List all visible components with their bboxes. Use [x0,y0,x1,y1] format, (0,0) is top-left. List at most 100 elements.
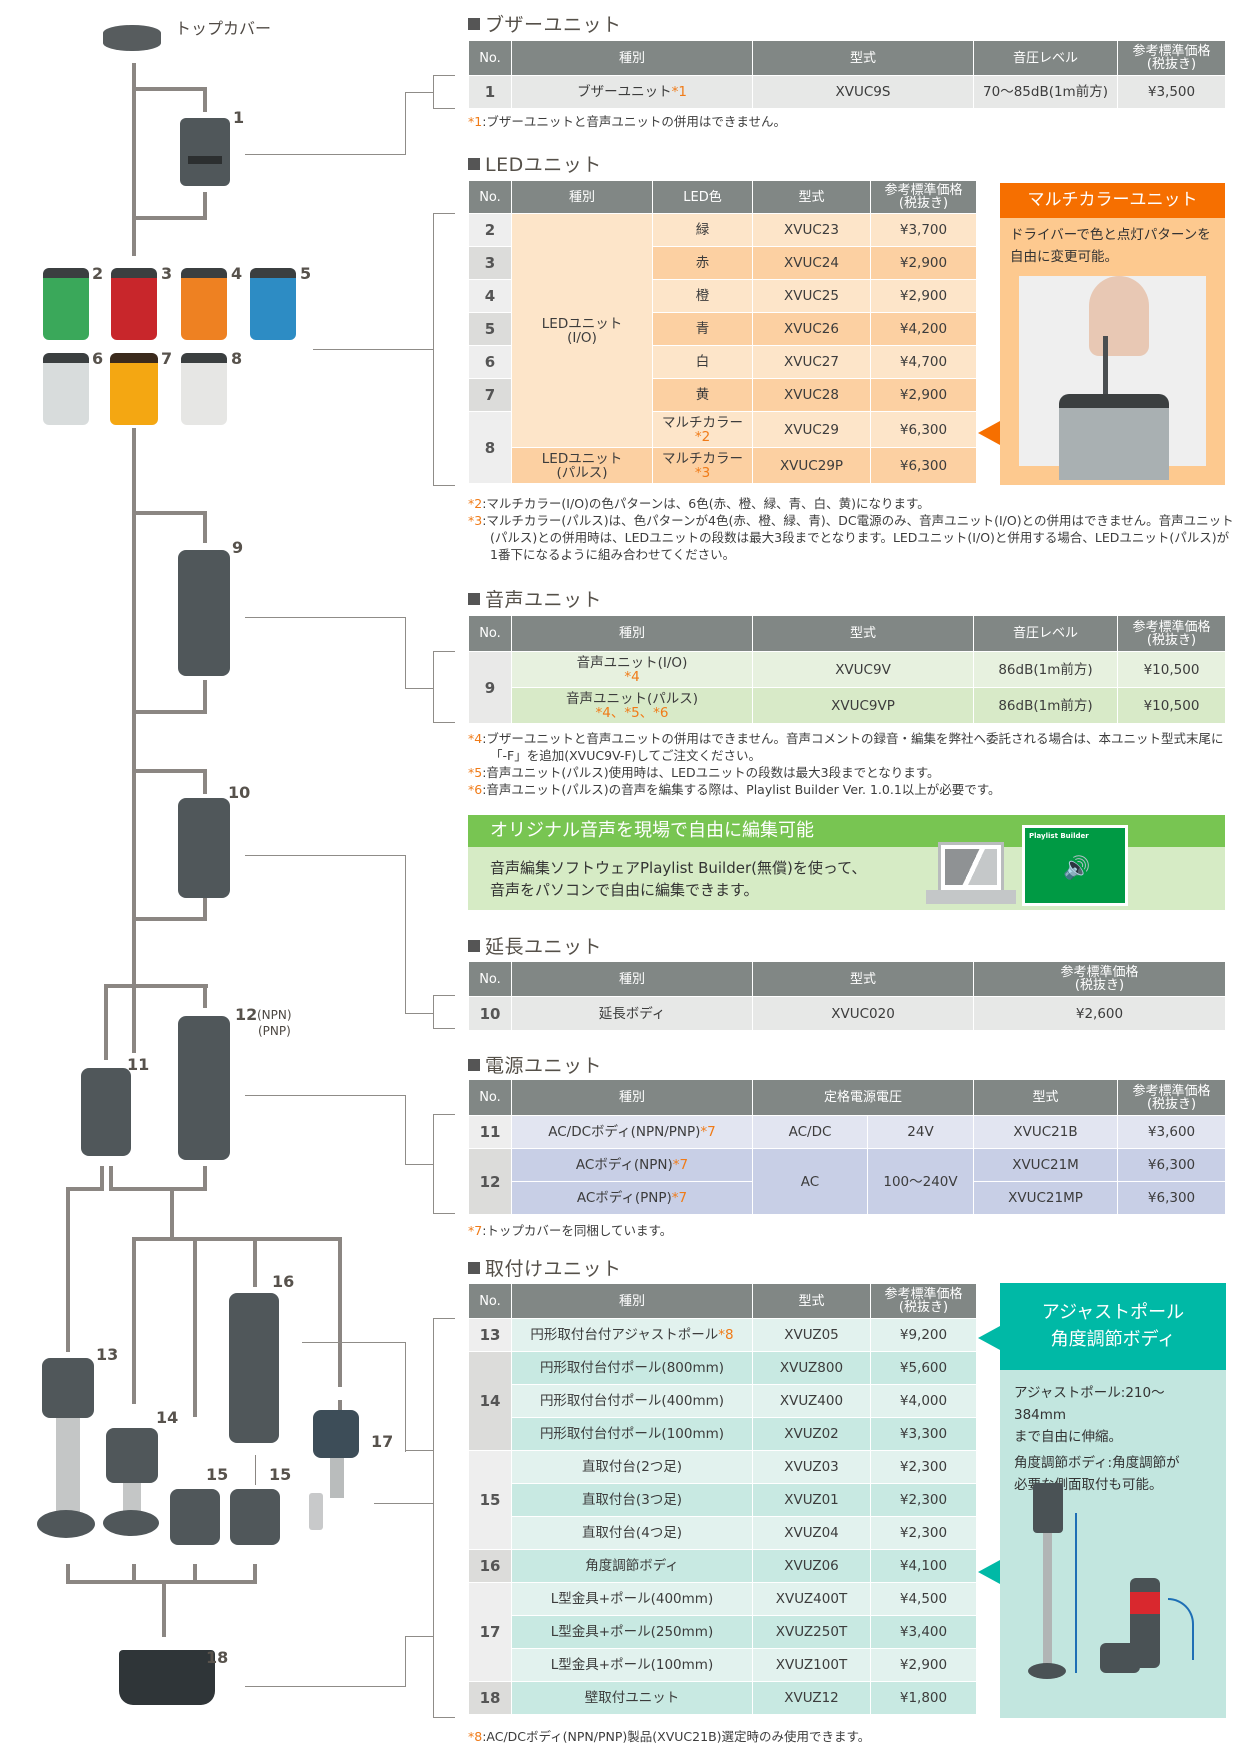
unit-label: 15 [269,1465,292,1484]
connector-line [66,1580,257,1584]
led-unit-orange-image [181,268,227,340]
buzzer-table: No. 種別 型式 音圧レベル 参考標準価格(税抜き) 1 ブザーユニット*1 … [468,40,1226,109]
callout-line [374,1503,433,1504]
cell-type: 円形取付台付ポール(100mm) [511,1417,753,1451]
cell-model: XVUC9V [752,651,974,688]
led-unit-blue-image [250,268,296,340]
header-led-color: LED色 [652,180,753,214]
callout-line [405,617,406,689]
unit-label: 9 [232,538,244,557]
cell-color: 黄 [652,378,753,412]
connector-line [162,1580,166,1637]
connector-line [203,87,207,112]
cell-type: L型金具+ポール(100mm) [511,1648,753,1682]
cell-model: XVUC27 [752,345,871,379]
connector-line [66,1564,70,1584]
header-type: 種別 [511,615,753,652]
cell-price: ¥6,300 [870,447,977,484]
header-price: 参考標準価格(税抜き) [1117,1079,1227,1116]
table-row: 11 AC/DCボディ(NPN/PNP)*7 AC/DC 24V XVUC21B… [468,1115,1227,1149]
callout-line [405,1164,433,1165]
table-row: 9 音声ユニット(I/O)*4 XVUC9V 86dB(1m前方) ¥10,50… [468,651,1226,724]
connector-line [132,428,136,1053]
cell-no: 4 [468,279,512,313]
callout-line [433,651,434,723]
unit-label: 6 [92,349,104,368]
table-row: 7 黄 XVUC28 ¥2,900 [468,378,977,412]
cell-no: 18 [468,1681,512,1715]
connector-line [170,1187,174,1237]
cell-no: 3 [468,246,512,280]
led-notes: *2:マルチカラー(I/O)の色パターンは、6色(赤、橙、緑、青、白、黄)になり… [468,496,1234,562]
cell-no: 5 [468,312,512,346]
unit-label: 7 [161,349,173,368]
callout-line [245,1095,405,1096]
audio-unit-image [178,550,230,676]
callout-line [405,1450,433,1451]
cell-model: XVUZ800 [752,1351,871,1385]
unit-label: 2 [92,264,104,283]
top-cover-image [103,25,161,51]
callout-line [433,722,455,723]
connector-line [253,1237,257,1287]
cell-level: 86dB(1m前方) [973,651,1118,688]
connector-line [203,680,207,714]
callout-line [433,485,455,486]
cell-model: XVUC25 [752,279,871,313]
header-model: 型式 [752,961,974,997]
cell-type: 角度調節ボディ [511,1549,753,1583]
power-table: No. 種別 定格電源電圧 型式 参考標準価格(税抜き) 11 AC/DCボディ… [468,1079,1227,1215]
header-no: No. [468,40,512,76]
connector-line [132,1237,342,1241]
table-row: L型金具+ポール(100mm)XVUZ100T¥2,900 [469,1648,977,1682]
cell-price: ¥2,900 [870,279,977,313]
cell-no: 1 [468,75,512,109]
cell-type: 円形取付台付ポール(800mm) [511,1351,753,1385]
cell-no: 8 [468,411,512,484]
callout-line [245,1686,406,1687]
direct-mount-image [230,1489,280,1545]
playlist-builder-app-icon: Playlist Builder 🔊 [1022,825,1128,906]
unit-label: 12 [235,1005,258,1024]
callout-line [405,855,406,1013]
cell-price: ¥4,100 [870,1549,977,1583]
connector-line [109,1187,207,1191]
cell-type: L型金具+ポール(400mm) [511,1582,753,1616]
table-row: L型金具+ポール(250mm)XVUZ250T¥3,400 [469,1615,977,1649]
cell-type: 直取付台(3つ足) [511,1483,753,1517]
cell-level: 70～85dB(1m前方) [973,75,1118,109]
connector-line [203,192,207,220]
multicolor-box-text: ドライバーで色と点灯パターンを自由に変更可能。 [1010,227,1211,265]
cell-price: ¥10,500 [1117,687,1226,724]
callout-line [405,1342,406,1452]
callout-line [433,995,434,1028]
header-no: No. [468,1079,512,1116]
connector-line [66,1187,104,1191]
connector-line [132,917,207,921]
table-row: 直取付台(3つ足)XVUZ01¥2,300 [469,1483,977,1517]
cell-voltage-type: AC [752,1148,868,1215]
power-unit-acdc-image [81,1068,131,1156]
callout-line [433,1114,434,1214]
cell-model: XVUZ400 [752,1384,871,1418]
header-no: No. [468,615,512,652]
connector-line [100,1166,104,1191]
cell-price: ¥3,600 [1117,1115,1227,1149]
unit-label: 13 [96,1345,119,1364]
cell-no: 17 [468,1582,512,1682]
callout-line [433,651,455,652]
cell-model: XVUZ01 [752,1483,871,1517]
cell-type: ACボディ(NPN)*7 [511,1148,753,1182]
cell-model: XVUC28 [752,378,871,412]
header-level: 音圧レベル [973,615,1118,652]
cell-no: 2 [468,213,512,247]
callout-arrow-icon [978,421,1000,445]
cell-no: 12 [468,1148,512,1215]
callout-line [313,349,433,350]
cell-color: 橙 [652,279,753,313]
wall-mount-unit-image [119,1650,215,1705]
l-bracket-shaft [330,1458,344,1498]
